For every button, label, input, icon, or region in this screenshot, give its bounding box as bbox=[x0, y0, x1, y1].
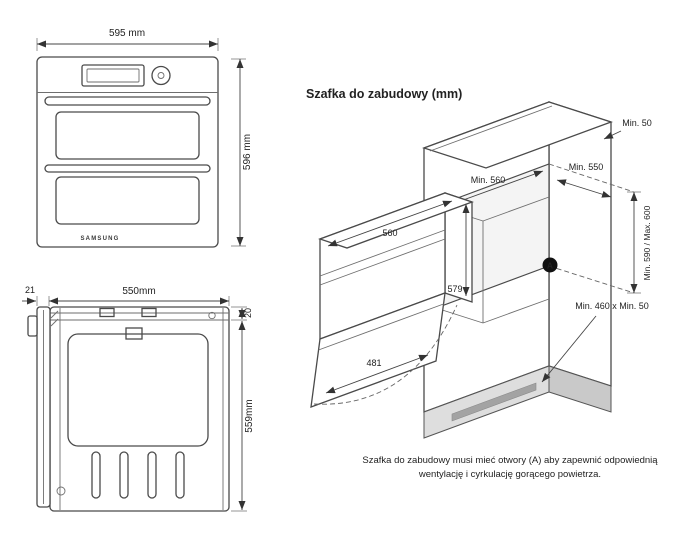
door-glass-edge bbox=[318, 303, 444, 351]
plinth-vent-slot bbox=[451, 382, 537, 422]
front-width-label: 595 mm bbox=[109, 28, 145, 39]
vent-slot bbox=[119, 451, 129, 499]
marker-a-circle bbox=[542, 257, 558, 273]
vent-arrow bbox=[541, 315, 597, 383]
hidden-niche-bottom-line bbox=[548, 265, 635, 294]
footnote: Szafka do zabudowy musi mieć otwory (A) … bbox=[362, 455, 658, 480]
oven-front-view: 595 mm 596 mm SAMSUNG bbox=[36, 28, 253, 248]
screw-hole bbox=[56, 486, 66, 496]
top-panel-thickness-line bbox=[429, 105, 553, 152]
plinth-right-face bbox=[548, 365, 612, 413]
oven-side-body bbox=[49, 306, 230, 512]
display-panel bbox=[81, 64, 145, 87]
top-clearance-arrow bbox=[603, 130, 622, 140]
top-offset-label: 20 bbox=[243, 308, 253, 318]
hatch-line bbox=[50, 318, 59, 327]
display-screen bbox=[86, 68, 140, 83]
door-offset-label: 21 bbox=[25, 285, 35, 295]
niche-height-label: Min. 590 / Max. 600 bbox=[642, 205, 652, 280]
cavity-outline bbox=[67, 333, 209, 447]
footnote-line2: wentylację i cyrkulację gorącego powietr… bbox=[418, 469, 601, 480]
oven-width-label: 560 bbox=[382, 228, 397, 238]
cabinet-top-face bbox=[422, 101, 613, 169]
niche-floor-back bbox=[482, 298, 550, 324]
niche-depth-dim-line bbox=[556, 179, 612, 198]
section-title: Szafka do zabudowy (mm) bbox=[306, 87, 462, 101]
side-height-label: 559mm bbox=[244, 399, 255, 432]
niche-width-label: Min. 560 bbox=[471, 175, 506, 185]
oven-height-label: 579 bbox=[447, 284, 462, 294]
hatch-line bbox=[50, 310, 59, 319]
vent-slot bbox=[147, 451, 157, 499]
sensor-boss bbox=[125, 327, 143, 340]
control-knob-center bbox=[157, 72, 165, 79]
oven-dimensions: 560 579 481 bbox=[325, 200, 470, 394]
hidden-niche-top-line bbox=[548, 163, 635, 193]
upper-door-window bbox=[55, 111, 200, 160]
lower-handle bbox=[44, 164, 211, 173]
vent-marker-a-icon: A bbox=[542, 257, 558, 273]
cabinet-right-face bbox=[548, 101, 612, 387]
footnote-line1: Szafka do zabudowy musi mieć otwory (A) … bbox=[362, 455, 658, 466]
vent-slot bbox=[91, 451, 101, 499]
marker-a-letter: A bbox=[547, 260, 553, 270]
control-knob bbox=[151, 65, 171, 86]
door-depth-dim-line bbox=[325, 354, 429, 394]
oven-handle-line bbox=[319, 238, 446, 286]
oven-width-dim-line bbox=[327, 200, 453, 247]
upper-handle bbox=[44, 96, 211, 106]
front-height-label: 596 mm bbox=[242, 134, 253, 170]
niche-depth-label: Min. 550 bbox=[569, 162, 604, 172]
niche-floor-edge bbox=[435, 307, 484, 324]
vent-slot bbox=[175, 451, 185, 499]
depth-label: 550mm bbox=[122, 286, 155, 297]
brand-label: SAMSUNG bbox=[80, 236, 119, 242]
mounting-tab bbox=[141, 307, 157, 318]
lower-door-window bbox=[55, 176, 200, 225]
door-handle-side bbox=[27, 315, 38, 337]
oven-side-view: 21 550mm 20 559mm bbox=[22, 285, 255, 512]
mounting-hole bbox=[208, 311, 216, 320]
vent-size-label: Min. 460 x Min. 50 bbox=[575, 301, 649, 311]
mounting-tab bbox=[99, 307, 115, 318]
top-clearance-label: Min. 50 bbox=[622, 118, 652, 128]
door-depth-label: 481 bbox=[366, 358, 381, 368]
